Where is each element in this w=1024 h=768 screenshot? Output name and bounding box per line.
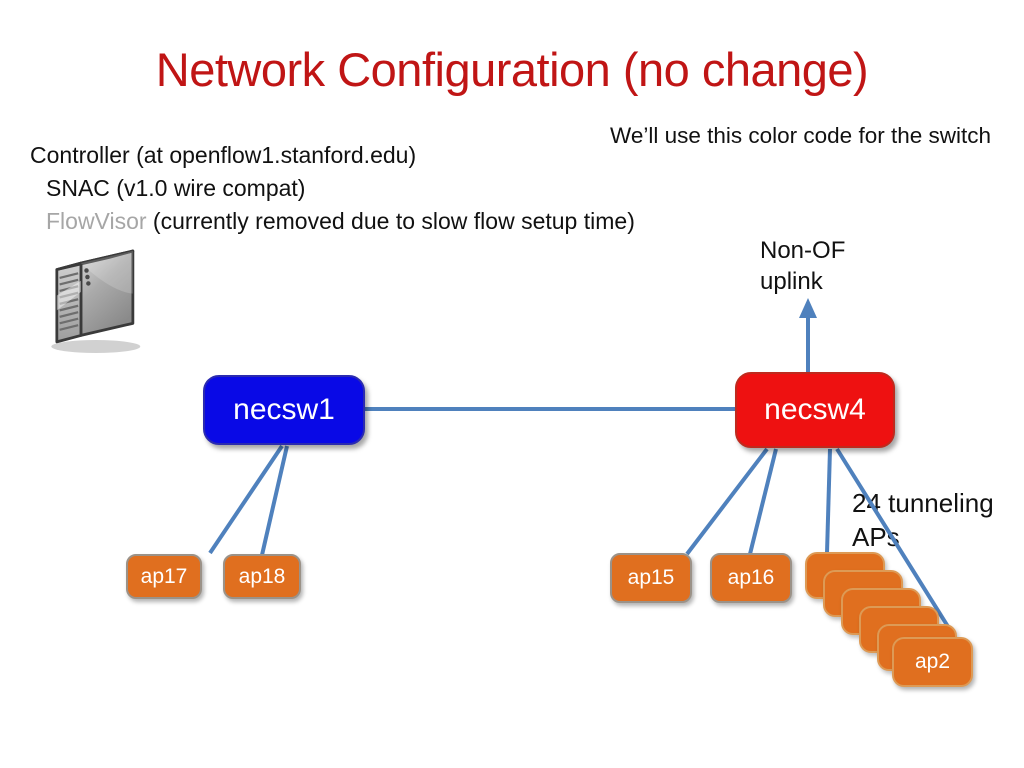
switch-node-necsw1: necsw1 <box>203 375 365 445</box>
flowvisor-line: FlowVisor (currently removed due to slow… <box>46 205 635 238</box>
ap-label: ap16 <box>727 566 775 589</box>
ap-node-ap17: ap17 <box>126 554 202 599</box>
controller-line: Controller (at openflow1.stanford.edu) <box>30 142 417 168</box>
flowvisor-name: FlowVisor <box>46 208 147 234</box>
link-necsw1-ap18 <box>260 445 289 556</box>
ap-node-ap16: ap16 <box>710 553 792 603</box>
link-necsw1-ap17 <box>208 444 284 555</box>
ap-label: ap15 <box>627 566 675 589</box>
ap-node-ap18: ap18 <box>223 554 301 599</box>
ap-node-ap2: ap2 <box>892 637 973 687</box>
non-of-uplink-label: Non-OF uplink <box>760 237 846 295</box>
ap-label: ap2 <box>914 650 951 673</box>
controller-info-block: Controller (at openflow1.stanford.edu) S… <box>30 139 635 238</box>
link-necsw4-ap16 <box>748 448 778 555</box>
uplink-arrowhead <box>799 298 817 318</box>
ap-node-ap15: ap15 <box>610 553 692 603</box>
color-code-note: We’ll use this color code for the switch <box>610 123 991 148</box>
link-necsw4-apstack <box>825 448 832 554</box>
slide-title: Network Configuration (no change) <box>155 43 869 96</box>
flowvisor-note: (currently removed due to slow flow setu… <box>146 208 635 234</box>
tunneling-aps-label: 24 tunneling APs <box>852 488 994 552</box>
ap-label: ap17 <box>140 564 188 588</box>
server-tower-icon <box>42 238 144 354</box>
ap-label: ap18 <box>238 564 286 588</box>
switch-node-necsw4: necsw4 <box>735 372 895 448</box>
switch-label: necsw1 <box>233 393 335 426</box>
link-necsw4-ap15 <box>685 447 769 556</box>
snac-line: SNAC (v1.0 wire compat) <box>46 175 306 201</box>
switch-label: necsw4 <box>764 393 866 426</box>
